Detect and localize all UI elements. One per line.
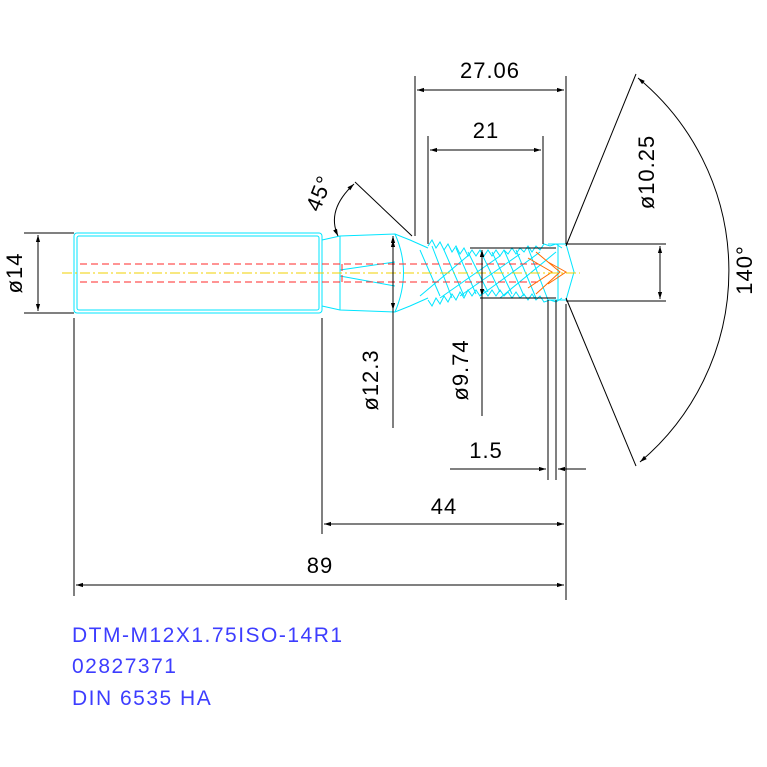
- dim-label-cut-length: 27.06: [460, 58, 520, 83]
- dim-label-neck-dia: ø12.3: [358, 349, 383, 410]
- dim-point-angle: 140°: [565, 73, 757, 467]
- dim-label-neck-length: 44: [431, 494, 457, 519]
- drill-tip: [548, 243, 575, 301]
- dim-neck-dia: ø12.3: [358, 236, 396, 428]
- dim-shank-dia: ø14: [2, 232, 74, 314]
- dim-label-thread-length: 21: [473, 118, 499, 143]
- dim-label-core-dia: ø9.74: [448, 339, 473, 400]
- dim-thread-length: 21: [427, 118, 544, 244]
- neck-transition: [339, 233, 404, 313]
- dim-drill-dia: ø10.25: [566, 135, 666, 302]
- dim-label-point-angle: 140°: [732, 245, 757, 295]
- dim-step: 1.5: [450, 300, 586, 480]
- dim-cut-length: 27.06: [414, 58, 567, 244]
- dim-core-dia: ø9.74: [448, 247, 556, 416]
- title-block: DTM-M12X1.75ISO-14R1 02827371 DIN 6535 H…: [72, 624, 344, 710]
- dim-label-step: 1.5: [469, 438, 503, 463]
- standard-label: DIN 6535 HA: [72, 687, 212, 710]
- dim-label-chamfer-angle: 45°: [301, 172, 338, 215]
- tip-outlet: [527, 251, 567, 295]
- dim-label-shank-dia: ø14: [2, 253, 27, 294]
- article-number: 02827371: [72, 655, 177, 678]
- dim-chamfer-angle: 45°: [301, 172, 413, 237]
- dim-neck-length: 44: [321, 304, 567, 600]
- dim-label-overall-length: 89: [307, 553, 333, 578]
- dim-overall-length: 89: [73, 318, 564, 596]
- part-code: DTM-M12X1.75ISO-14R1: [72, 624, 344, 647]
- dim-label-drill-dia: ø10.25: [634, 135, 659, 210]
- coolant-channel: [80, 251, 567, 295]
